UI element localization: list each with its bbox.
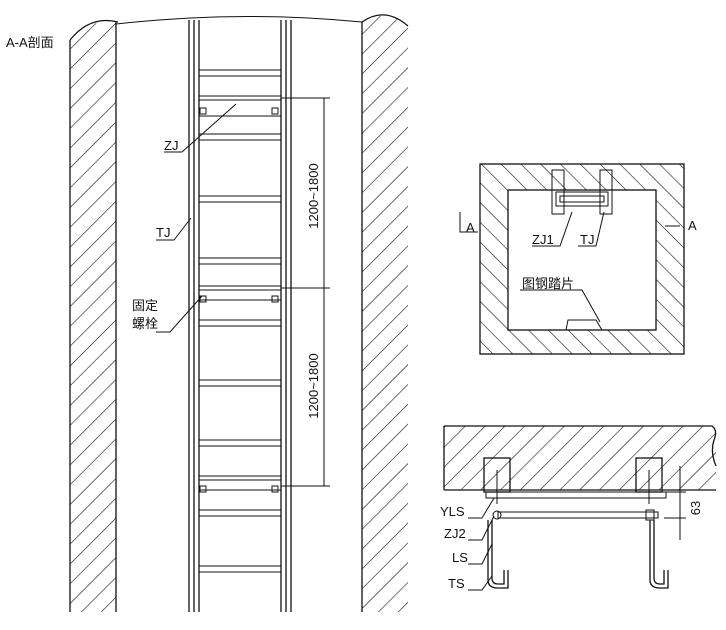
detail-view [443,425,717,591]
plan-view [459,163,685,355]
right-wall [361,14,409,612]
marker-a-left: A [466,220,475,235]
label-tj: TJ [156,225,170,240]
ladder-rungs [198,69,282,573]
support-frame-3 [198,475,282,493]
marker-a-right: A [688,218,697,233]
label-tj-plan: TJ [580,232,594,247]
left-wall [69,19,119,612]
shaft-top-edge [115,15,363,25]
label-zj2: ZJ2 [444,526,466,541]
label-ls: LS [452,550,468,565]
label-bolt-line2: 螺栓 [132,316,158,331]
support-frame-1 [198,95,282,117]
ladder-rail-left [188,20,200,612]
section-title: A-A剖面 [6,35,54,50]
label-yls: YLS [440,504,465,519]
label-step-plate: 图钢踏片 [522,276,574,291]
dim-63: 63 [688,501,703,515]
dimension-lines [281,97,330,487]
label-bolt-line1: 固定 [132,298,158,313]
support-frame-2 [198,285,282,303]
dim-lower: 1200~1800 [306,353,321,418]
label-zj: ZJ [164,138,178,153]
ladder-rail-right [280,20,292,612]
leaders-left [156,103,237,333]
label-ts: TS [448,576,465,591]
label-zj1: ZJ1 [532,232,554,247]
dim-upper: 1200~1800 [306,163,321,228]
